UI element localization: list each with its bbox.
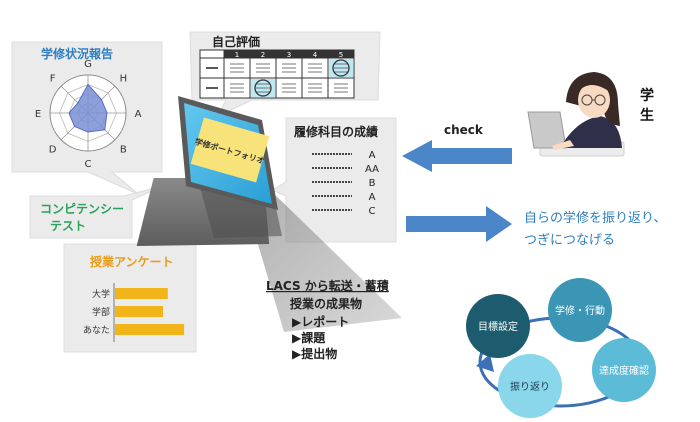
grades-title: 履修科目の成績 xyxy=(293,124,378,139)
lacs-item-assignment: ▶課題 xyxy=(292,330,326,345)
grade-value: C xyxy=(369,206,376,217)
radar-axis-label: H xyxy=(120,74,128,85)
laptop: 学修ポートフォリオ xyxy=(136,96,282,246)
lacs-item-report: ▶レポート xyxy=(292,314,349,329)
eval-column-label: 1 xyxy=(235,51,239,59)
eval-column-label: 2 xyxy=(261,51,265,59)
survey-bar xyxy=(115,324,185,335)
radar-axis-label: B xyxy=(120,144,127,155)
student-illustration xyxy=(527,72,625,157)
grade-value: B xyxy=(369,178,376,189)
message-line2: つぎにつなげる xyxy=(524,233,615,248)
eval-column-label: 5 xyxy=(339,51,343,59)
survey-bar xyxy=(115,306,163,317)
self-eval-table: 1 2 3 4 5 xyxy=(199,49,355,99)
grade-value: AA xyxy=(365,164,379,175)
eval-selected-circle xyxy=(254,79,272,97)
student-label-line1: 学 xyxy=(640,87,654,104)
radar-axis-label: E xyxy=(35,109,41,120)
survey-title: 授業アンケート xyxy=(90,254,174,269)
self-eval-title: 自己評価 xyxy=(212,34,260,49)
grade-value: A xyxy=(369,192,376,203)
radar-axis-label: G xyxy=(84,59,92,70)
radar-axis-label: C xyxy=(85,159,92,170)
cycle-step-learning: 学修・行動 xyxy=(555,304,605,317)
eval-column-label: 3 xyxy=(287,51,291,59)
message-line1: 自らの学修を振り返り、 xyxy=(524,210,666,226)
reflect-arrow xyxy=(406,206,512,242)
eval-column-label: 4 xyxy=(313,51,318,59)
radar-chart: G H A B C D E F xyxy=(35,59,142,170)
lacs-title: LACS から転送・蓄積 xyxy=(266,278,390,293)
cycle-step-reflection: 振り返り xyxy=(510,380,550,393)
survey-category-label: 学部 xyxy=(92,306,110,318)
cycle-node-reflection xyxy=(498,354,562,418)
student-label-line2: 生 xyxy=(640,107,654,124)
competency-title-line2: テスト xyxy=(50,219,86,233)
cycle-diagram: 目標設定 学修・行動 達成度確認 振り返り xyxy=(466,278,656,418)
cycle-node-learning xyxy=(548,278,612,342)
competency-panel: コンピテンシー テスト xyxy=(29,185,163,239)
transfer-beam xyxy=(242,188,402,332)
cycle-node-achievement xyxy=(592,338,656,402)
check-label: check xyxy=(444,123,484,137)
eval-header-bar xyxy=(224,50,354,58)
radar-axis-label: F xyxy=(50,74,56,85)
lacs-subtitle: 授業の成果物 xyxy=(290,296,362,311)
survey-bar xyxy=(115,288,168,299)
radar-title: 学修状況報告 xyxy=(41,46,113,61)
cycle-node-goal xyxy=(466,294,530,358)
self-eval-panel: 自己評価 1 2 3 4 5 xyxy=(189,31,381,118)
radar-value-area xyxy=(68,83,108,133)
cycle-step-goal: 目標設定 xyxy=(478,320,518,333)
check-arrow xyxy=(402,140,512,172)
radar-axis-label: D xyxy=(49,144,57,155)
survey-category-label: 大学 xyxy=(92,288,110,300)
radar-axis-label: A xyxy=(135,109,142,120)
survey-category-label: あなた xyxy=(83,325,110,336)
competency-title-line1: コンピテンシー xyxy=(40,202,124,216)
eval-selected-circle xyxy=(332,59,350,77)
grade-value: A xyxy=(369,150,376,161)
radar-panel: 学修状況報告 G H A B C D E F xyxy=(11,41,163,195)
lacs-item-submission: ▶提出物 xyxy=(292,346,337,361)
cycle-step-achievement: 達成度確認 xyxy=(599,364,649,377)
